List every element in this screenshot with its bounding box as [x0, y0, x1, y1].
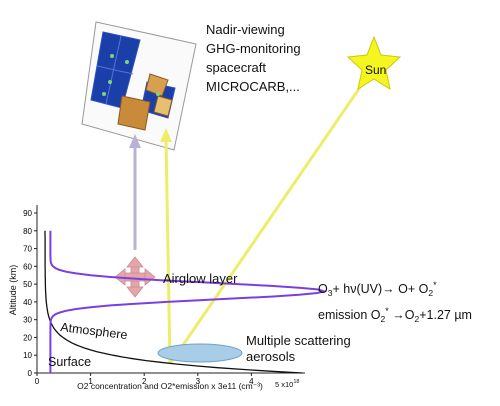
spacecraft-body: [117, 95, 151, 131]
spacecraft-label-line1: Nadir-viewing: [206, 22, 285, 37]
sun-ray-incident: [168, 66, 376, 365]
y-tick-label: 90: [23, 209, 32, 218]
emission-equation: emission O2* →O2+1.27 µm: [318, 306, 472, 324]
airglow-layer-label: Airglow layer: [163, 271, 238, 286]
y-tick-label: 60: [23, 262, 32, 271]
spacecraft-label-line2: GHG-monitoring: [206, 41, 301, 56]
sun-label: Sun: [365, 63, 386, 77]
y-tick-label: 0: [28, 369, 33, 378]
y-tick-label: 70: [23, 245, 32, 254]
spacecraft-label-line4: MICROCARB,...: [206, 79, 300, 94]
y-tick-label: 40: [23, 298, 32, 307]
aerosol-cloud: [157, 343, 243, 363]
reaction-equations: O3+ hν(UV)→ O+ O2* emission O2* →O2+1.27…: [318, 276, 472, 328]
x-tick-label: 4: [249, 377, 254, 386]
x-tick-label: 3: [196, 377, 201, 386]
aerosol-label-line2: aerosols: [246, 349, 296, 364]
y-tick-label: 50: [23, 280, 32, 289]
spacecraft-label-line3: spacecraft: [206, 60, 266, 75]
y-tick-label: 20: [23, 333, 32, 342]
surface-label: Surface: [48, 355, 91, 369]
airglow-cross-icon: [114, 256, 156, 298]
o2-concentration-curve: [44, 230, 303, 374]
x-tick-label: 0: [35, 377, 40, 386]
atmosphere-label: Atmosphere: [60, 320, 129, 342]
x-tick-label: 1: [88, 377, 93, 386]
y-axis-label: Altitude (km): [8, 265, 18, 316]
y-tick-label: 10: [23, 351, 32, 360]
aerosol-label-line1: Multiple scattering: [246, 333, 351, 348]
x-tick-label: 2: [142, 377, 147, 386]
x-axis-label: O2 concentration and O2*emission x 3e11 …: [77, 381, 263, 391]
y-tick-label: 30: [23, 316, 32, 325]
spacecraft-label: Nadir-viewing GHG-monitoring spacecraft …: [206, 20, 301, 96]
reflected-ray-arrowhead: [160, 128, 172, 142]
y-tick-label: 80: [23, 227, 32, 236]
x-scale-note: 5 x1018: [275, 379, 299, 389]
ozone-photolysis-equation: O3+ hν(UV)→ O+ O2*: [318, 280, 437, 298]
airglow-emission-curve: [49, 230, 328, 373]
plot-axes: 0 10 20 30 40 50 60 70 80 90 0 1 2 3 4: [23, 205, 305, 386]
sun-icon: [346, 35, 402, 91]
sun-ray-reflected: [164, 137, 172, 365]
spacecraft-image: [81, 21, 197, 151]
